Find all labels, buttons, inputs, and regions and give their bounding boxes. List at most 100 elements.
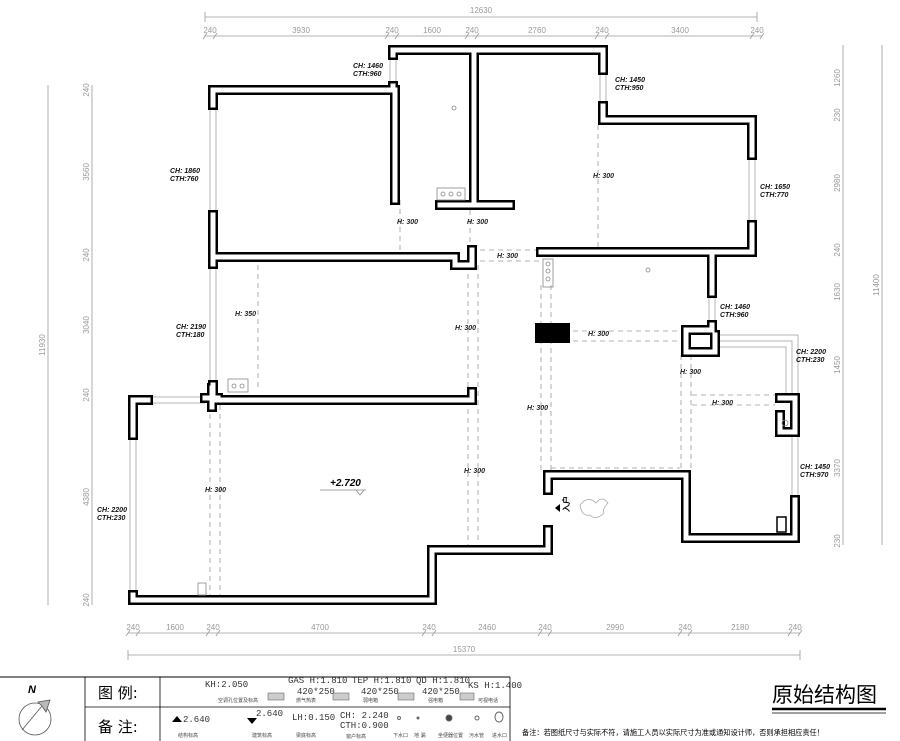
- beam-height: H: 300: [455, 325, 476, 332]
- window-ch: CH: 1460: [720, 304, 750, 311]
- dim-right: 230: [833, 108, 842, 122]
- dim-top: 240: [595, 26, 609, 35]
- dimension-tick: [421, 629, 427, 637]
- dim-bottom: 1600: [166, 623, 184, 632]
- legend-desc: 下水口: [393, 732, 408, 739]
- legend-desc: 地 漏: [414, 732, 426, 739]
- fixtures: [197, 105, 789, 596]
- right-dimensions: 11400 1260 230 2980 240 1630 1450 3370 2…: [833, 45, 883, 548]
- legend-desc: 建筑标高: [252, 732, 272, 739]
- legend-code: KH:2.050: [205, 680, 248, 690]
- legend-desc: 弱电箱: [363, 697, 378, 704]
- dimension-tick: [431, 629, 437, 637]
- dim-right: 240: [833, 243, 842, 257]
- dim-top: 1600: [423, 26, 441, 35]
- pipe-icon: [542, 258, 554, 288]
- legend-desc: 窗户标高: [346, 733, 366, 740]
- wall: [707, 220, 757, 298]
- drawing-title: 原始结构图: [772, 683, 877, 707]
- window-labels: CH: 1460 CTH:960 CH: 1450 CTH:950 CH: 18…: [97, 63, 830, 522]
- dim-left: 240: [82, 83, 91, 97]
- intercom-icon: [459, 692, 475, 701]
- legend-size: 420*250: [422, 687, 460, 697]
- dimension-tick: [594, 32, 600, 40]
- ac-hole-icon: [227, 378, 249, 393]
- dimension-tick: [202, 32, 208, 40]
- legend-code: CH: 2.240: [340, 711, 389, 721]
- beam-height: H: 300: [712, 400, 733, 407]
- dimension-tick: [759, 32, 765, 40]
- legend-code: 2.640: [256, 709, 283, 719]
- dim-bottom: 240: [678, 623, 692, 632]
- wall: [388, 45, 608, 75]
- dimension-tick: [125, 629, 131, 637]
- wall-inner: [600, 103, 755, 158]
- wall: [598, 101, 757, 160]
- window-cth: CTH:770: [760, 192, 789, 199]
- window-ch: CH: 1860: [170, 168, 200, 175]
- wall-inner: [210, 83, 396, 108]
- dim-bottom: 4700: [311, 623, 329, 632]
- dim-bottom-total: 15370: [453, 645, 476, 654]
- structure-level-icon: [172, 716, 182, 722]
- window-ch: CH: 1450: [615, 77, 645, 84]
- legend-size: 420*250: [297, 687, 335, 697]
- legend-code: LH:0.150: [292, 713, 335, 723]
- window-ch: CH: 1460: [353, 63, 383, 70]
- dimension-tick: [464, 32, 470, 40]
- dim-left: 3560: [82, 163, 91, 181]
- legend-desc: 空调孔位置及标高: [218, 697, 258, 704]
- dim-top: 240: [465, 26, 479, 35]
- beam-height: H: 300: [467, 219, 488, 226]
- legend-code: 2.640: [183, 715, 210, 725]
- beam-height: H: 300: [593, 173, 614, 180]
- wall-inner: [130, 397, 151, 438]
- wall-inner: [210, 212, 475, 268]
- wall: [543, 470, 800, 543]
- left-dimensions: 11930 240 3560 240 3040 240 4380 240: [38, 83, 93, 607]
- drain-icon: [451, 105, 457, 111]
- dim-bottom: 240: [126, 623, 140, 632]
- wall-inner: [709, 222, 755, 296]
- dimension-tick: [212, 32, 218, 40]
- dimension-tick: [787, 629, 793, 637]
- window-cth: CTH:960: [720, 312, 749, 319]
- window-ch: CH: 1450: [800, 464, 830, 471]
- dim-bottom: 240: [422, 623, 436, 632]
- column-block: [535, 323, 570, 343]
- window-cth: CTH:960: [353, 71, 382, 78]
- legend-desc: 坐便器位置: [438, 732, 463, 739]
- dim-bottom: 2990: [606, 623, 624, 632]
- legend-code: QD H:1.810: [416, 676, 470, 686]
- legend-desc: 进水口: [492, 732, 507, 739]
- dim-top: 2760: [528, 26, 546, 35]
- wall: [128, 525, 553, 605]
- legend-code: CTH:0.900: [340, 721, 389, 731]
- dimension-tick: [215, 629, 221, 637]
- dim-left-total: 11930: [38, 334, 47, 356]
- entry-label: 入户: [561, 496, 571, 513]
- dimension-tick: [394, 32, 400, 40]
- beam-height: H: 300: [527, 405, 548, 412]
- gas-meter-icon: [436, 187, 466, 201]
- dimension-tick: [797, 629, 803, 637]
- window-cth: CTH:970: [800, 472, 829, 479]
- legend-label: 图 例:: [98, 684, 138, 702]
- dim-right-total: 11400: [872, 274, 881, 296]
- dimension-tick: [687, 629, 693, 637]
- dim-bottom: 240: [538, 623, 552, 632]
- person-icon: [579, 498, 609, 518]
- legend-table: N 图 例: 备 注: KH:2.050 空调孔位置及标高 GAS H:1.81…: [0, 676, 522, 741]
- dim-right: 1630: [833, 283, 842, 301]
- dimension-tick: [749, 32, 755, 40]
- weak-box-icon: [332, 692, 350, 701]
- legend-code: KS H:1.400: [468, 681, 522, 691]
- north-arrow-icon: [18, 699, 52, 736]
- dim-right: 3370: [833, 459, 842, 477]
- beam-height: H: 350: [235, 311, 256, 318]
- dim-left: 240: [82, 388, 91, 402]
- drain-icon: [645, 267, 651, 273]
- wall-inner: [210, 382, 475, 403]
- dim-bottom: 240: [206, 623, 220, 632]
- beam-height: H: 300: [464, 468, 485, 475]
